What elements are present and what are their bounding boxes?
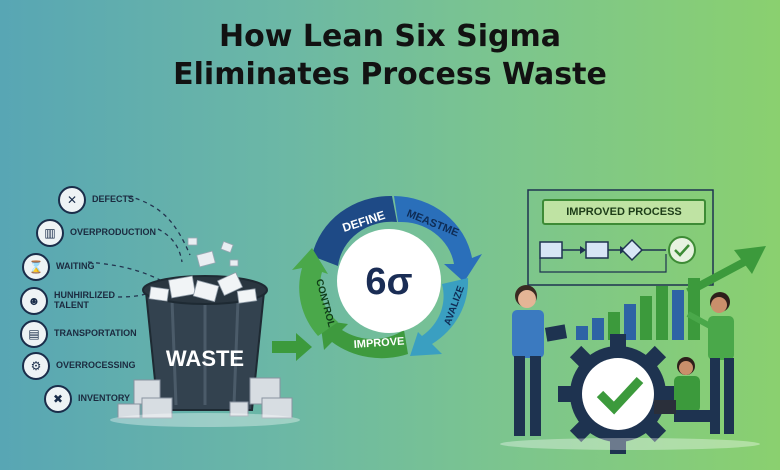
waste-item-overprocessing: ⚙ OVERROCESSING	[22, 352, 136, 380]
waste-item-waiting: ⌛ WAITING	[22, 253, 95, 281]
dmaic-cycle: 6σ DEFINE MEASTME AVALIZE IMPROVE CONTRO…	[292, 195, 482, 359]
dashed-connectors	[87, 195, 191, 298]
decision-diamond	[620, 238, 644, 262]
waste-label: OVERPRODUCTION	[70, 227, 157, 238]
waste-item-transportation: ▤ TRANSPORTATION	[20, 320, 137, 348]
person-with-laptop	[654, 357, 714, 422]
waste-label: INVENTORY	[78, 393, 131, 404]
control-segment	[292, 248, 338, 336]
right-arrow-icon	[272, 333, 312, 361]
waste-item-defects: ✕ DEFECTS	[58, 186, 134, 214]
analyze-segment	[410, 278, 469, 356]
waste-label: WAITING	[56, 261, 95, 272]
person-with-tablet	[512, 285, 568, 436]
process-frame	[527, 189, 714, 286]
waste-label: TRANSPORTATION	[54, 328, 137, 339]
waste-bin-label: WASTE	[166, 346, 244, 371]
gears-icon: ⚙	[22, 352, 50, 380]
cycle-center	[337, 229, 441, 333]
check-circle-icon	[668, 236, 696, 264]
title-line-2: Eliminates Process Waste	[173, 56, 607, 92]
waste-label: OVERROCESSING	[56, 360, 136, 371]
growth-arrow-icon	[734, 246, 766, 274]
tools-icon: ✖	[44, 385, 72, 413]
page-title: How Lean Six Sigma Eliminates Process Wa…	[0, 18, 780, 93]
waste-item-overproduction: ▥ OVERPRODUCTION	[36, 219, 156, 247]
hourglass-icon: ⌛	[22, 253, 50, 281]
factory-icon: ▥	[36, 219, 64, 247]
improved-process-label: IMPROVED PROCESS	[542, 199, 706, 225]
x-icon: ✕	[58, 186, 86, 214]
person-pointing	[686, 292, 734, 434]
measure-segment	[394, 196, 482, 282]
waste-label: DEFECTS	[92, 194, 135, 205]
waste-label: HUNHIRLIZED TALENT	[54, 290, 115, 310]
improve-segment	[320, 320, 408, 359]
truck-icon: ▤	[20, 320, 48, 348]
six-sigma-symbol: 6σ	[365, 261, 412, 303]
title-line-1: How Lean Six Sigma	[219, 19, 561, 54]
person-icon: ☻	[20, 287, 48, 315]
improve-label: IMPROVE	[353, 335, 404, 351]
gear-icon	[558, 334, 678, 454]
process-step-box	[585, 241, 609, 259]
waste-item-inventory: ✖ INVENTORY	[44, 385, 130, 413]
process-step-box	[539, 241, 563, 259]
waste-item-talent: ☻ HUNHIRLIZED TALENT	[20, 287, 115, 315]
improved-process-illustration	[500, 189, 766, 454]
define-segment	[312, 195, 397, 266]
